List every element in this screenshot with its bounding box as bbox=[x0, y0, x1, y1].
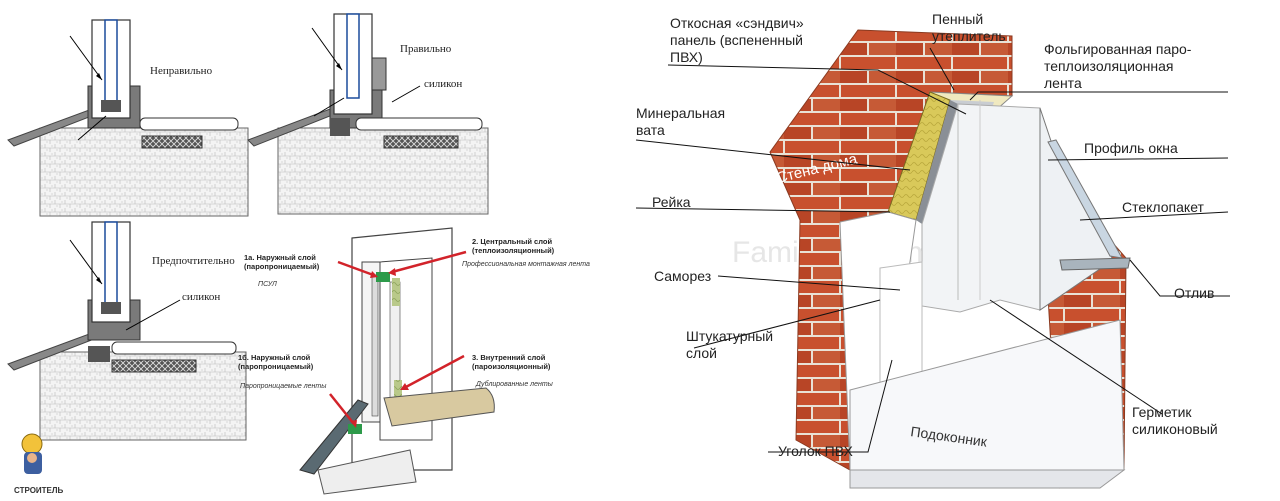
layer-2-note: Профессиональная монтажная лента bbox=[462, 261, 590, 268]
layer-3-title: 3. Внутренний слой bbox=[472, 353, 546, 362]
label-sandwich-1: Откосная «сэндвич» bbox=[670, 15, 804, 31]
label-foil-1: Фольгированная паро- bbox=[1044, 41, 1192, 57]
layer-1a-note: ПСУЛ bbox=[258, 281, 277, 288]
label-sandwich-3: ПВХ) bbox=[670, 49, 703, 65]
layer-3-note: Дублированные ленты bbox=[475, 380, 554, 388]
label-profile: Профиль окна bbox=[1084, 140, 1178, 156]
label-wool-1: Минеральная bbox=[636, 105, 725, 121]
label-rail: Рейка bbox=[652, 194, 691, 210]
layer-1b-note: Паропроницаемые ленты bbox=[240, 383, 327, 390]
diagram-preferred: Предпочтительно силикон bbox=[7, 221, 247, 441]
label-plaster-1: Штукатурный bbox=[686, 328, 773, 344]
label-foil-3: лента bbox=[1044, 75, 1082, 91]
layer-1a-sub: (паропроницаемый) bbox=[244, 262, 320, 271]
diagram-right: Правильно силикон bbox=[247, 13, 489, 215]
layer-2-title: 2. Центральный слой bbox=[472, 237, 552, 246]
label-right-silicone: силикон bbox=[424, 78, 462, 90]
label-screw: Саморез bbox=[654, 268, 711, 284]
layer-1b-title: 1б. Наружный слой bbox=[238, 353, 311, 362]
layer-1b-sub: (паропроницаемый) bbox=[238, 362, 314, 371]
logo-text: СТРОИТЕЛЬ bbox=[14, 486, 64, 495]
label-foam-2: утеплитель bbox=[932, 28, 1006, 44]
label-preferred-silicone: силикон bbox=[182, 291, 220, 303]
label-pvc-corner: Уголок ПВХ bbox=[778, 443, 853, 459]
label-glass: Стеклопакет bbox=[1122, 199, 1205, 215]
diagram-wrong: Неправильно bbox=[7, 19, 249, 217]
layer-1a-title: 1а. Наружный слой bbox=[244, 253, 316, 262]
label-foam-1: Пенный bbox=[932, 11, 983, 27]
label-foil-2: теплоизоляционная bbox=[1044, 58, 1174, 74]
layer-2-sub: (теплоизоляционный) bbox=[472, 246, 555, 255]
label-sandwich-2: панель (вспененный bbox=[670, 32, 803, 48]
label-wool-2: вата bbox=[636, 122, 665, 138]
label-preferred: Предпочтительно bbox=[152, 255, 235, 267]
label-right: Правильно bbox=[400, 43, 452, 55]
diagram-layers: 1а. Наружный слой (паропроницаемый) ПСУЛ… bbox=[238, 227, 590, 495]
diagram-cutaway: FamilyHandyman.ru Стена дома Подоконник bbox=[635, 11, 1230, 489]
leader-lines bbox=[635, 47, 1230, 453]
label-sealant-1: Герметик bbox=[1132, 404, 1192, 420]
label-wrong: Неправильно bbox=[150, 65, 213, 77]
label-sealant-2: силиконовый bbox=[1132, 421, 1218, 437]
label-plaster-2: слой bbox=[686, 345, 717, 361]
label-ebb: Отлив bbox=[1174, 285, 1214, 301]
builder-logo: СТРОИТЕЛЬ bbox=[14, 433, 64, 495]
layer-3-sub: (пароизоляционный) bbox=[472, 362, 551, 371]
